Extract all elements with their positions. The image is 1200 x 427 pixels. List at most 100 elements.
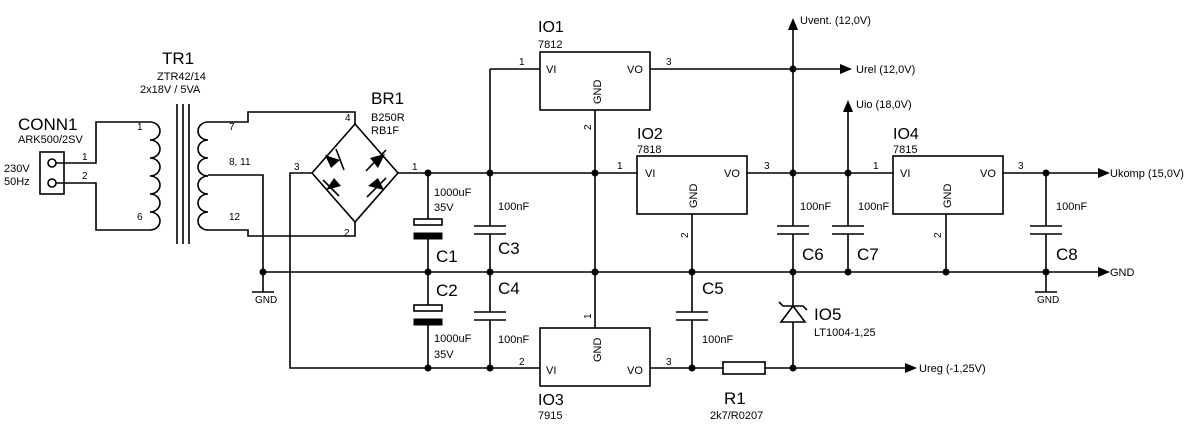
net-gnd: GND: [1110, 267, 1135, 279]
junction-dot: [424, 268, 432, 276]
junction-dot: [1042, 268, 1050, 276]
br1-diode-lr-bar: [366, 177, 387, 198]
c7-value: 100nF: [858, 201, 889, 213]
conn1-pin2-wire: [56, 182, 150, 231]
io4-vo-label: VO: [980, 168, 996, 180]
io4-ref: IO4: [893, 126, 919, 143]
io4-vi-label: VI: [900, 168, 910, 180]
io2-vo-label: VO: [724, 168, 740, 180]
c6-ref: C6: [802, 245, 824, 264]
junction-dot: [789, 65, 797, 73]
io3-pin-out: 3: [666, 357, 672, 368]
c8-ref: C8: [1056, 245, 1078, 264]
io1-pin-out: 3: [666, 57, 672, 68]
c2-ref: C2: [436, 281, 458, 300]
gnd-symbol-right-label: GND: [1037, 295, 1059, 306]
io1-pin-in: 1: [519, 57, 525, 68]
c7-ref: C7: [857, 245, 879, 264]
gnd-arrow: [1098, 267, 1110, 277]
io3-value: 7915: [538, 410, 562, 422]
net-ureg: Ureg (-1,25V): [919, 363, 986, 375]
junction-dot: [844, 169, 852, 177]
io5-value: LT1004-1,25: [814, 327, 876, 339]
net-ukomp: Ukomp (15,0V): [1110, 168, 1184, 180]
c4-value: 100nF: [498, 334, 529, 346]
br1-bridge-rectifier: [310, 122, 400, 224]
br1-diode-ur: [370, 154, 385, 168]
conn1-pin1-wire: [56, 121, 150, 164]
br1-ref: BR1: [371, 89, 404, 108]
tr1-spec: 2x18V / 5VA: [140, 84, 201, 96]
c1-ref: C1: [436, 247, 458, 266]
io3-body: [539, 327, 651, 387]
br1-diode-ul: [325, 155, 340, 168]
wire-tr1-pin12-to-br1: [208, 222, 356, 237]
conn1-frequency-label: 50Hz: [4, 176, 30, 188]
r1-value: 2k7/R0207: [710, 410, 763, 422]
conn1-pin1-label: 1: [82, 152, 88, 163]
io1-ref: IO1: [538, 19, 564, 36]
ukomp-arrow: [1098, 168, 1110, 178]
c1-plate-top: [413, 218, 443, 226]
io3-pin-gnd: 1: [583, 313, 594, 319]
io4-body: [892, 155, 1004, 215]
tr1-secondary-winding-2: [197, 175, 209, 231]
tr1-pin1-label: 1: [137, 122, 143, 133]
ureg-arrow: [905, 363, 917, 373]
junction-dot: [424, 364, 432, 372]
br1-diode-ll-bar: [322, 179, 340, 197]
uvent-arrow: [788, 18, 798, 30]
io3-gnd-label: GND: [592, 338, 604, 363]
junction-dot: [942, 268, 950, 276]
conn1-connector: [39, 121, 150, 231]
io1-vi-label: VI: [546, 64, 556, 76]
junction-dot: [486, 268, 494, 276]
junction-dot: [688, 268, 696, 276]
junction-dot: [1042, 169, 1050, 177]
c2-value: 1000uF: [434, 333, 472, 345]
junctions: [259, 65, 1050, 372]
junction-dot: [424, 169, 432, 177]
tr1-pin6-label: 6: [137, 212, 143, 223]
net-uio: Uio (18,0V): [856, 99, 912, 111]
c6-value: 100nF: [800, 201, 831, 213]
br1-pin1-label: 1: [412, 162, 418, 173]
io2-gnd-label: GND: [688, 184, 700, 209]
io2-body: [636, 155, 748, 215]
c1-voltage: 35V: [434, 202, 454, 214]
tr1-ref: TR1: [162, 49, 194, 68]
c2-plate-top: [413, 304, 443, 312]
tr1-transformer: [149, 104, 209, 244]
io3-ref: IO3: [538, 392, 564, 409]
conn1-ref: CONN1: [18, 115, 78, 134]
net-urel: Urel (12,0V): [856, 64, 915, 76]
junction-dot: [486, 169, 494, 177]
junction-dot: [591, 268, 599, 276]
junction-dot: [844, 268, 852, 276]
tr1-pin8-11-label: 8, 11: [229, 157, 251, 168]
junction-dot: [789, 268, 797, 276]
io4-value: 7815: [893, 144, 917, 156]
br1-diamond: [310, 122, 400, 224]
tr1-value: ZTR42/14: [157, 71, 206, 83]
r1-ref: R1: [724, 389, 746, 408]
junction-dot: [259, 268, 267, 276]
io5-ref: IO5: [814, 305, 841, 324]
io1-gnd-label: GND: [592, 80, 604, 105]
c8-value: 100nF: [1056, 201, 1087, 213]
conn1-value: ARK500/2SV: [18, 134, 83, 146]
io1-value: 7812: [538, 39, 562, 51]
br1-diode-ul-bar: [335, 148, 345, 171]
c3-value: 100nF: [498, 201, 529, 213]
io4-pin-out: 3: [1018, 161, 1024, 172]
urel-arrow: [840, 64, 852, 74]
conn1-pin2-label: 2: [82, 171, 88, 182]
io3-pin-in: 2: [519, 357, 525, 368]
wire-tr1-centertap-to-gnd: [208, 174, 264, 272]
br1-pin3-label: 3: [294, 162, 300, 173]
io3-vi-label: VI: [546, 365, 556, 377]
c2-plate-bottom: [413, 318, 443, 326]
wire-tr1-pin7-to-br1: [208, 111, 356, 124]
conn1-voltage-label: 230V: [4, 163, 30, 175]
